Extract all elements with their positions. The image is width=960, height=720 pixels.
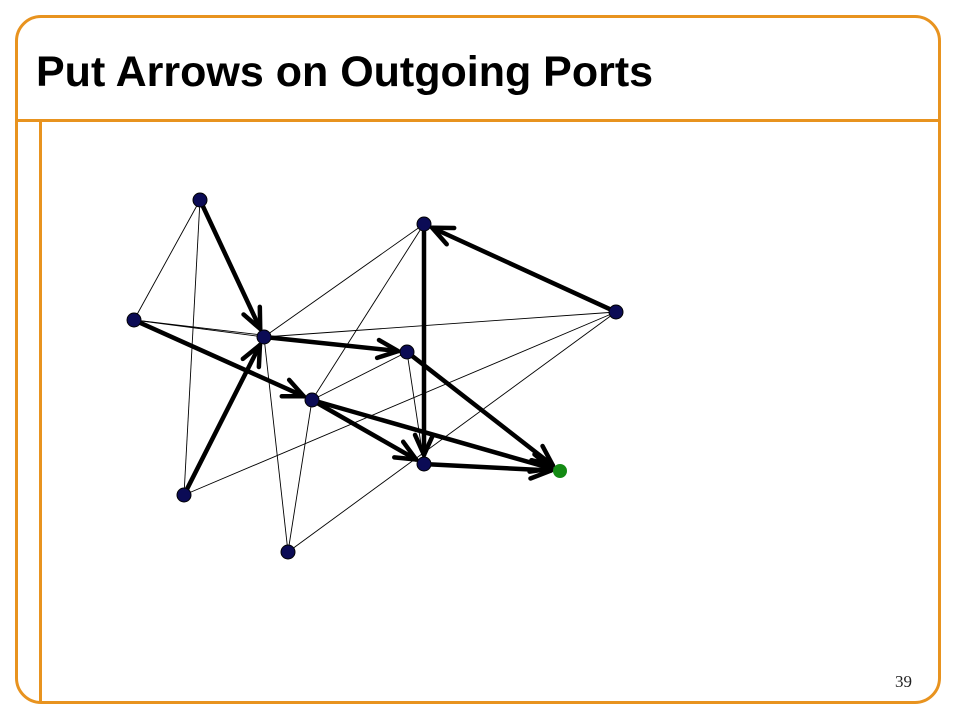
- node-n1: [192, 192, 208, 208]
- arrow-n2-n6: [135, 319, 307, 399]
- arrow-head: [392, 439, 419, 462]
- arrow-n6-n8: [313, 399, 419, 462]
- arrow-shaft: [313, 398, 554, 471]
- link-n7-n10: [287, 311, 617, 553]
- arrow-shaft: [183, 342, 263, 494]
- arrow-shaft: [265, 335, 401, 354]
- link-n4-n10: [263, 311, 617, 338]
- arrow-n3-n4: [183, 342, 263, 494]
- link-n6-n9: [311, 223, 425, 401]
- node-n9: [416, 216, 432, 232]
- arrow-shaft: [199, 201, 263, 332]
- arrow-head: [240, 342, 263, 370]
- link-n3-n10: [183, 311, 617, 496]
- arrow-head: [241, 304, 263, 332]
- link-n6-n7: [287, 399, 313, 553]
- arrow-shaft: [429, 225, 615, 313]
- arrow-head: [374, 337, 401, 361]
- node-n3: [176, 487, 192, 503]
- destination-node: [553, 464, 567, 478]
- arrow-shaft: [313, 399, 419, 462]
- arrow-head: [279, 377, 307, 399]
- arrow-n10-n9: [429, 225, 615, 313]
- arrow-n6-n11: [313, 398, 554, 474]
- left-margin-rule: [39, 122, 42, 702]
- slide-title: Put Arrows on Outgoing Ports: [36, 48, 654, 96]
- node-n2: [126, 312, 142, 328]
- node-n4: [256, 329, 272, 345]
- node-n5: [399, 344, 415, 360]
- title-divider: [15, 119, 941, 122]
- link-n4-n9: [263, 223, 425, 338]
- arrow-n4-n5: [265, 335, 401, 361]
- arrow-shaft: [407, 352, 556, 468]
- node-n8: [416, 456, 432, 472]
- arrow-n9-n8: [412, 225, 436, 458]
- node-n7: [280, 544, 296, 560]
- arrow-head: [429, 225, 457, 247]
- node-n10: [608, 304, 624, 320]
- arrow-shaft: [135, 319, 307, 399]
- link-n1-n2: [133, 199, 201, 321]
- arrow-head: [527, 452, 554, 474]
- link-n4-n7: [263, 336, 289, 553]
- nodes-layer: [126, 192, 624, 560]
- node-n6: [304, 392, 320, 408]
- link-n5-n6: [311, 351, 408, 401]
- arrow-head: [412, 432, 436, 458]
- slide-frame: [15, 15, 941, 704]
- page-number: 39: [895, 672, 912, 691]
- arrows-layer: [135, 201, 615, 494]
- arrow-n1-n4: [199, 201, 263, 332]
- links-layer: [133, 199, 617, 553]
